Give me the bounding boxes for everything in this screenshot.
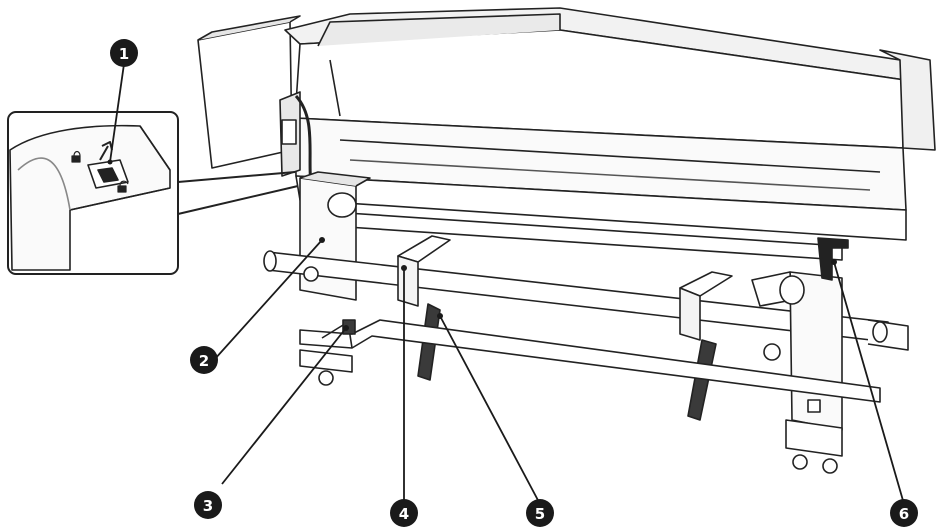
leader-3 [221,327,347,485]
callout-marker-4: 4 [390,499,418,527]
leader-2 [213,239,323,361]
unlock-icon [117,180,129,193]
leader-5 [439,315,541,505]
callout-leaders [109,63,905,505]
leader-6 [833,261,905,505]
callout-number: 4 [399,505,409,523]
switch-detail-inset [7,111,299,275]
printer-body [197,7,936,241]
callout-number: 1 [119,45,129,63]
callout-marker-2: 2 [190,346,218,374]
callout-marker-1: 1 [110,39,138,67]
callout-endpoints [107,159,837,331]
inset-leader-top [177,171,296,183]
leader-1 [109,63,125,163]
callout-marker-6: 6 [890,499,918,527]
callout-marker-3: 3 [194,491,222,519]
callout-number: 6 [899,505,909,523]
callout-number: 3 [203,497,213,515]
lock-icon [71,150,81,163]
take-up-reel-unit [263,171,909,474]
inset-leader-bottom [177,185,299,215]
callout-number: 5 [535,505,545,523]
callout-marker-5: 5 [526,499,554,527]
callout-number: 2 [199,352,209,370]
